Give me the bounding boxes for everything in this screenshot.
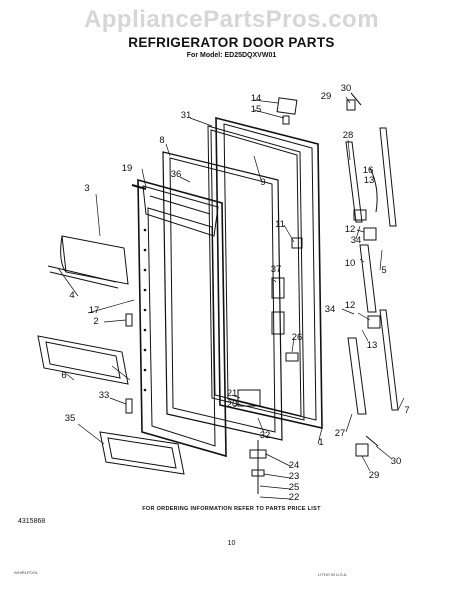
lower-hinge-bushing xyxy=(355,435,379,457)
callout-4: 4 xyxy=(69,290,75,301)
callout-6: 6 xyxy=(61,370,67,381)
callout-30a: 30 xyxy=(340,83,352,94)
callout-29b: 29 xyxy=(368,470,380,481)
callout-12a: 12 xyxy=(344,224,356,235)
callout-7: 7 xyxy=(404,405,410,416)
callout-28: 28 xyxy=(342,130,354,141)
breaker-strip xyxy=(162,151,283,441)
callout-13a: 13 xyxy=(363,175,375,186)
hinge-bushings xyxy=(276,92,362,125)
screw xyxy=(131,184,147,190)
door-gasket xyxy=(207,125,305,421)
fine-print-right: LITHO IN U.S.A. xyxy=(318,572,348,577)
callout-2: 2 xyxy=(93,316,99,327)
liner-mount-holes xyxy=(143,228,147,392)
callout-8: 8 xyxy=(159,135,165,146)
callout-24: 24 xyxy=(288,460,300,471)
door-shelf-upper xyxy=(37,335,129,385)
ordering-note: FOR ORDERING INFORMATION REFER TO PARTS … xyxy=(142,506,321,512)
callout-29a: 29 xyxy=(320,91,332,102)
handle-spacer xyxy=(347,244,399,415)
model-line: For Model: ED25DQXVW01 xyxy=(186,52,277,59)
handle-clips xyxy=(353,209,381,329)
callout-20: 20 xyxy=(226,399,238,410)
door-handle-upper xyxy=(345,127,397,227)
fine-print-left: WHIRLPOOL xyxy=(14,570,39,575)
part-code: 4315868 xyxy=(18,518,46,525)
door-outer-panel xyxy=(215,116,323,430)
dairy-door xyxy=(47,235,129,289)
door-stop xyxy=(291,237,303,249)
callout-16: 16 xyxy=(362,165,374,176)
callout-11: 11 xyxy=(275,219,285,230)
callout-5: 5 xyxy=(381,265,387,276)
callout-1: 1 xyxy=(318,437,324,448)
callout-21: 21 xyxy=(226,388,238,399)
callout-30b: 30 xyxy=(390,456,402,467)
callout-19: 19 xyxy=(121,163,133,174)
callout-12b: 12 xyxy=(344,300,356,311)
callout-23: 23 xyxy=(288,471,300,482)
callout-3: 3 xyxy=(84,183,90,194)
callout-22: 22 xyxy=(288,492,300,503)
callout-26: 26 xyxy=(291,332,303,343)
foam-blocks xyxy=(271,277,285,335)
callout-34b: 34 xyxy=(324,304,336,315)
callout-10: 10 xyxy=(344,258,356,269)
callout-35: 35 xyxy=(64,413,76,424)
callout-17: 17 xyxy=(88,305,100,316)
callout-34a: 34 xyxy=(350,235,362,246)
inner-door-liner xyxy=(137,178,227,458)
door-shelf-lower xyxy=(99,431,185,475)
callout-27: 27 xyxy=(334,428,346,439)
callout-37: 37 xyxy=(270,264,282,275)
leader-lines xyxy=(57,96,405,500)
shelf-brackets xyxy=(125,313,133,414)
callout-15: 15 xyxy=(250,104,262,115)
callout-32: 32 xyxy=(259,430,271,441)
page-number: 10 xyxy=(227,540,236,547)
callout-36: 36 xyxy=(170,169,182,180)
callout-25: 25 xyxy=(288,482,300,493)
callout-14: 14 xyxy=(250,93,262,104)
watermark: AppliancePartsPros.com xyxy=(83,6,380,33)
callout-13b: 13 xyxy=(366,340,378,351)
page-title: REFRIGERATOR DOOR PARTS xyxy=(128,35,335,50)
callout-9: 9 xyxy=(260,177,266,188)
callout-31: 31 xyxy=(180,110,192,121)
callout-33: 33 xyxy=(98,390,110,401)
